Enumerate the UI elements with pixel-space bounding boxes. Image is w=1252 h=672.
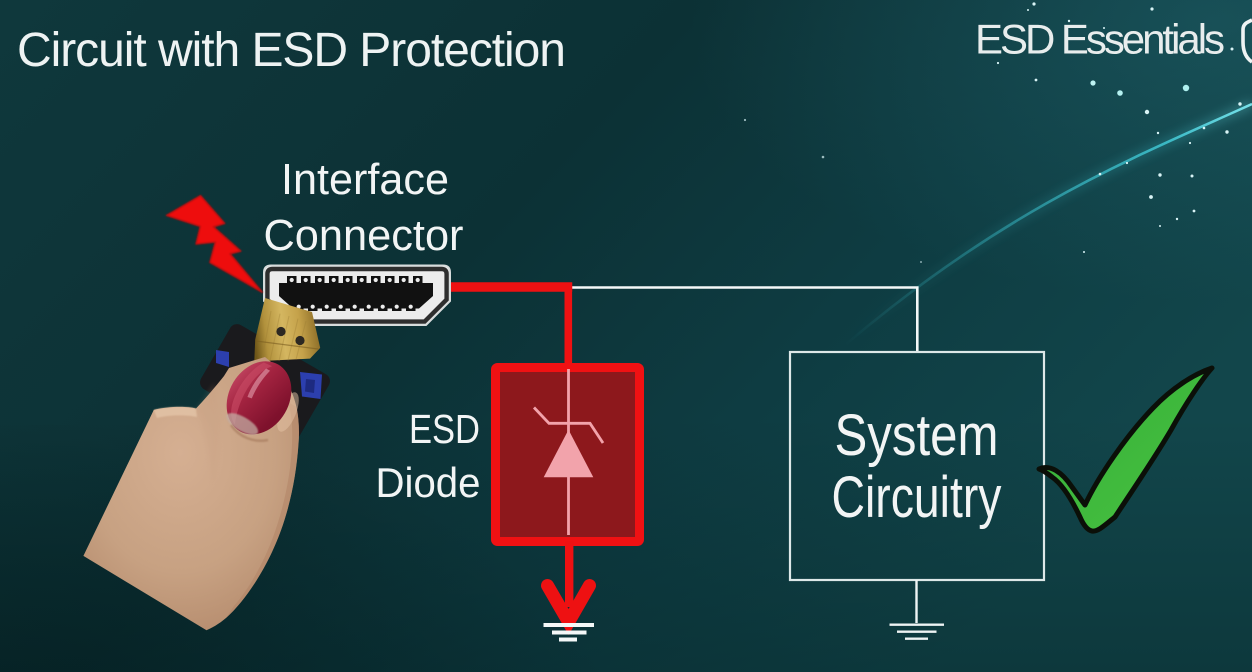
svg-text:ESD: ESD	[409, 406, 480, 452]
svg-text:Connector: Connector	[264, 211, 464, 260]
svg-text:Interface: Interface	[281, 155, 449, 204]
svg-text:ESD Essentials: ESD Essentials	[975, 16, 1225, 63]
svg-text:Circuitry: Circuitry	[832, 465, 1002, 530]
svg-text:Circuit with ESD Protection: Circuit with ESD Protection	[17, 24, 566, 77]
svg-text:Diode: Diode	[376, 459, 481, 506]
svg-text:System: System	[835, 403, 999, 468]
